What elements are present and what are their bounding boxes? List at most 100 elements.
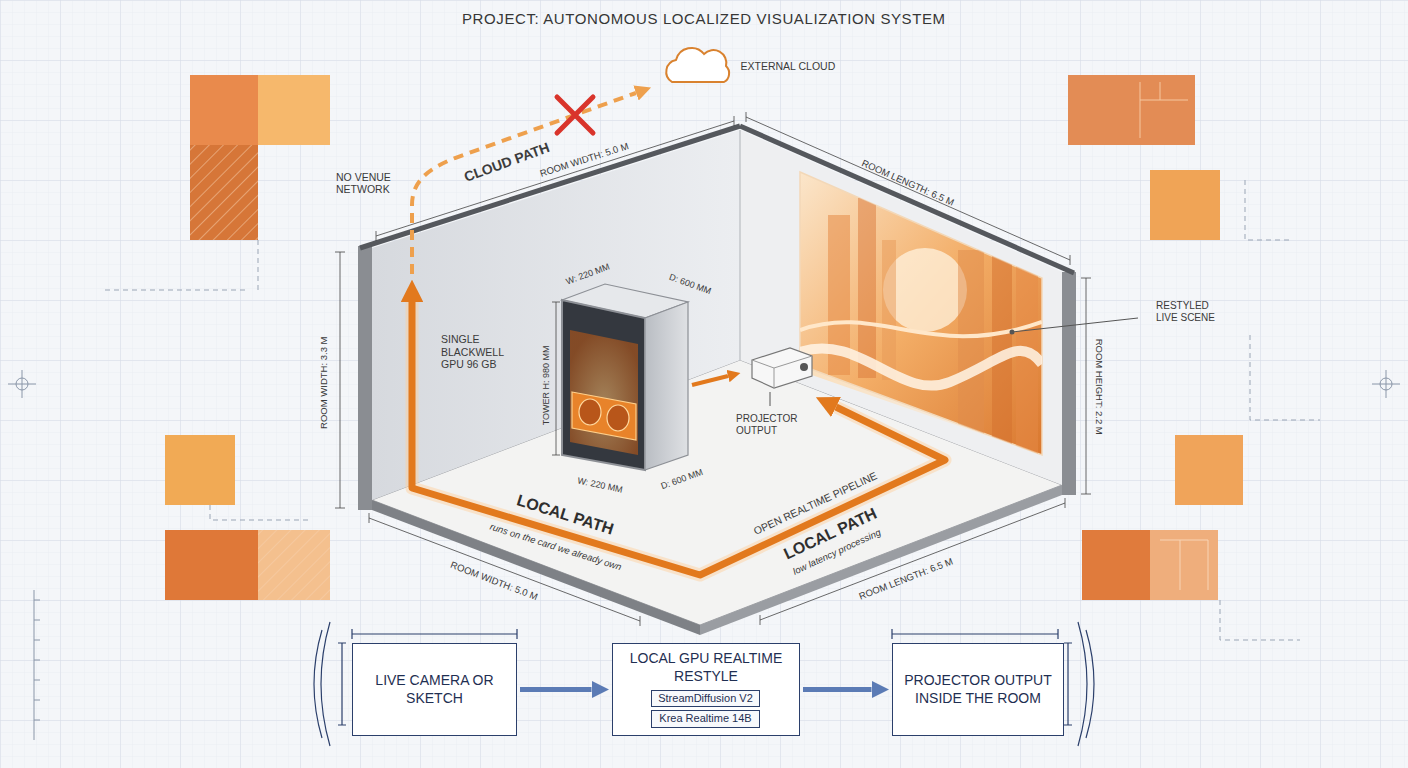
swatch-block — [258, 530, 330, 600]
projector-edge — [752, 356, 812, 388]
dimension-label: ROOM LENGTH: 6.5 M — [857, 555, 954, 602]
dimension-line — [552, 302, 560, 455]
swatch-sketch — [1140, 82, 1188, 138]
bracket — [321, 622, 330, 746]
leader-line — [770, 392, 771, 406]
output-box: PROJECTOR OUTPUT INSIDE THE ROOM — [892, 643, 1064, 736]
swatch-block — [190, 75, 258, 145]
projector-lens — [800, 363, 808, 371]
dimension-line — [338, 643, 346, 725]
flow-arrow — [520, 687, 592, 692]
dimension-line — [376, 116, 734, 241]
tower-side — [645, 302, 688, 470]
bracket — [1078, 622, 1087, 746]
box-text: PROJECTOR OUTPUT INSIDE THE ROOM — [903, 672, 1053, 707]
dimension-label: TOWER H: 980 MM — [541, 345, 552, 425]
floor-slab — [700, 485, 1062, 635]
wall-cut-face — [1062, 272, 1076, 495]
dimension-label: ROOM WIDTH: 5.0 M — [538, 140, 629, 179]
callout-label: RESTYLED LIVE SCENE — [1156, 300, 1228, 324]
cloud-icon — [666, 48, 729, 82]
dimension-line — [352, 629, 517, 639]
swatch-hatch — [190, 145, 258, 240]
guide-line — [1250, 335, 1320, 420]
cloud-label: EXTERNAL CLOUD — [741, 60, 836, 73]
scene-building — [1016, 265, 1038, 465]
box-text: LIVE CAMERA OR SKETCH — [373, 672, 497, 707]
swatch-block — [1150, 530, 1218, 600]
swatch-sketch — [1160, 540, 1208, 590]
dimension-label: D: 600 MM — [667, 271, 712, 296]
gpu-card — [572, 392, 636, 440]
swatch-block — [1082, 530, 1150, 600]
gpu-glow — [570, 330, 638, 455]
scene-building — [858, 198, 876, 378]
model-box: Krea Realtime 14B — [651, 710, 760, 728]
dimension-label: W: 220 MM — [565, 261, 612, 287]
device-label: PROJECTOR OUTPUT — [736, 413, 820, 437]
gpu-fan — [607, 405, 629, 431]
process-box: LOCAL GPU REALTIME RESTYLE StreamDiffusio… — [612, 643, 800, 736]
leader-line — [1012, 318, 1138, 332]
swatch-block — [1068, 75, 1195, 145]
page-title: PROJECT: AUTONOMOUS LOCALIZED VISUALIZAT… — [462, 10, 946, 28]
scene-road — [800, 322, 1042, 336]
crosshair — [1372, 370, 1400, 398]
blocked-cross — [557, 97, 593, 133]
room — [358, 126, 1076, 635]
guide-line — [210, 505, 310, 520]
bracket — [314, 630, 322, 738]
swatch-block — [258, 75, 330, 145]
gpu-fan — [579, 399, 601, 425]
bracket — [1086, 630, 1094, 738]
dimension-line — [335, 252, 345, 508]
swatch-block — [165, 435, 235, 505]
scene-road — [800, 348, 1042, 385]
guide-line — [105, 290, 245, 291]
box-text: LOCAL GPU REALTIME RESTYLE — [628, 650, 784, 685]
dimension-line — [1081, 278, 1091, 494]
box-text: Krea Realtime 14B — [659, 712, 751, 726]
input-box: LIVE CAMERA OR SKETCH — [352, 643, 517, 736]
dimension-lines — [335, 112, 1091, 626]
dimension-line — [892, 629, 1058, 639]
wall-corner — [739, 130, 740, 360]
model-box: StreamDiffusion V2 — [651, 690, 760, 708]
scene-city — [800, 198, 1042, 465]
cloud-path-dashed — [412, 93, 636, 274]
path-label: LOCAL PATH — [514, 490, 616, 538]
scene-building — [992, 228, 1012, 458]
dimension-label: D: 600 MM — [659, 466, 704, 491]
projector — [752, 348, 812, 388]
tower-glass — [562, 300, 645, 470]
scene-building — [958, 250, 984, 460]
network-note: NO VENUE NETWORK — [336, 171, 408, 196]
guide-line — [1220, 600, 1300, 640]
leader-dot — [1010, 330, 1015, 335]
dimension-label: ROOM WIDTH: 5.0 M — [449, 558, 539, 602]
dimension-label: ROOM LENGTH: 6.5 M — [860, 157, 956, 208]
gpu-label: SINGLE BLACKWELL GPU 96 GB — [441, 333, 519, 371]
flow-frame — [314, 622, 1094, 746]
box-text: StreamDiffusion V2 — [658, 692, 753, 706]
dimension-line — [760, 498, 1065, 625]
swatch-block — [1150, 170, 1220, 240]
path-label: CLOUD PATH — [462, 139, 552, 185]
wall-cut-face — [358, 246, 372, 510]
flow-arrow — [803, 687, 872, 692]
tower-to-projector — [692, 376, 728, 385]
dimension-line — [1064, 643, 1072, 725]
crosshair — [8, 370, 36, 398]
guide-line — [258, 240, 259, 290]
dimension-label: W: 220 MM — [576, 475, 623, 495]
pc-tower — [562, 284, 688, 470]
dimension-label: ROOM WIDTH: 3.3 M — [318, 336, 329, 428]
ruler-ticks — [34, 590, 40, 740]
guide-line — [1245, 180, 1290, 240]
dimension-label: ROOM HEIGHT: 2.2 M — [1093, 338, 1104, 434]
